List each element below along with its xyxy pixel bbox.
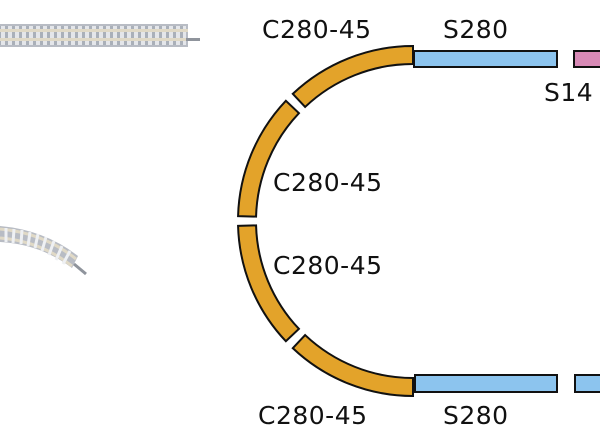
curve-piece-4 (291, 333, 414, 398)
straight-piece-s280-top (413, 50, 558, 68)
straight-piece-s280-bottom (414, 374, 558, 393)
straight-piece-s14-top (573, 50, 600, 68)
label-curve-mid-upper: C280-45 (273, 168, 383, 197)
label-curve-bottom: C280-45 (258, 401, 368, 430)
curve-piece-3 (237, 224, 301, 343)
label-curve-mid-lower: C280-45 (273, 251, 383, 280)
curve-piece-2 (237, 99, 301, 218)
label-curve-top: C280-45 (262, 15, 372, 44)
label-straight-top: S280 (443, 15, 509, 44)
straight-track-photo (0, 24, 200, 47)
straight-piece-s280-bottom-2 (574, 374, 600, 393)
label-straight-top-short: S14 (544, 78, 594, 107)
label-straight-bottom: S280 (443, 401, 509, 430)
curve-piece-1 (291, 44, 414, 109)
curve-pieces (237, 44, 414, 398)
curved-track-photo (0, 226, 87, 276)
